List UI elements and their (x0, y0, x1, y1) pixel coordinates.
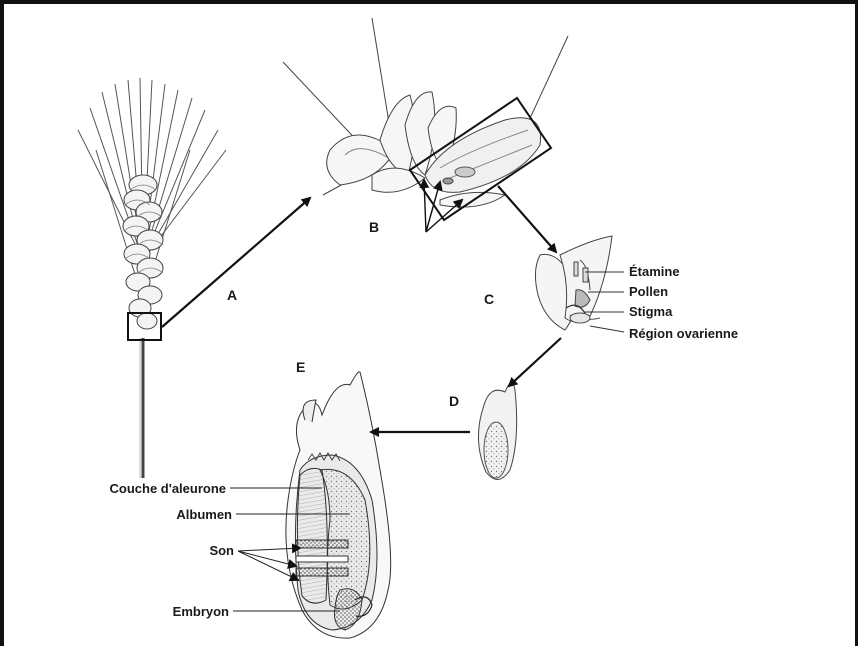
label-son: Son (209, 543, 234, 558)
spikelet-illustration (283, 18, 568, 207)
arrow-a-to-b (162, 198, 310, 327)
label-stigma: Stigma (629, 304, 673, 319)
arrow-b-to-c (498, 186, 556, 252)
label-etamine: Étamine (629, 264, 680, 279)
label-embryon: Embryon (173, 604, 229, 619)
stage-label-e: E (296, 359, 305, 375)
stage-label-d: D (449, 393, 459, 409)
stage-label-c: C (484, 291, 494, 307)
label-couche-aleurone: Couche d'aleurone (110, 481, 227, 496)
young-grain-illustration (478, 383, 516, 480)
arrow-c-to-d (509, 338, 561, 386)
label-region-ovarienne: Région ovarienne (629, 326, 738, 341)
stage-label-b: B (369, 219, 379, 235)
label-pollen: Pollen (629, 284, 668, 299)
label-albumen: Albumen (176, 507, 232, 522)
grain-cross-section-illustration (286, 372, 391, 638)
wheat-ear-illustration (78, 78, 226, 478)
stage-label-a: A (227, 287, 237, 303)
flower-illustration (535, 236, 612, 330)
